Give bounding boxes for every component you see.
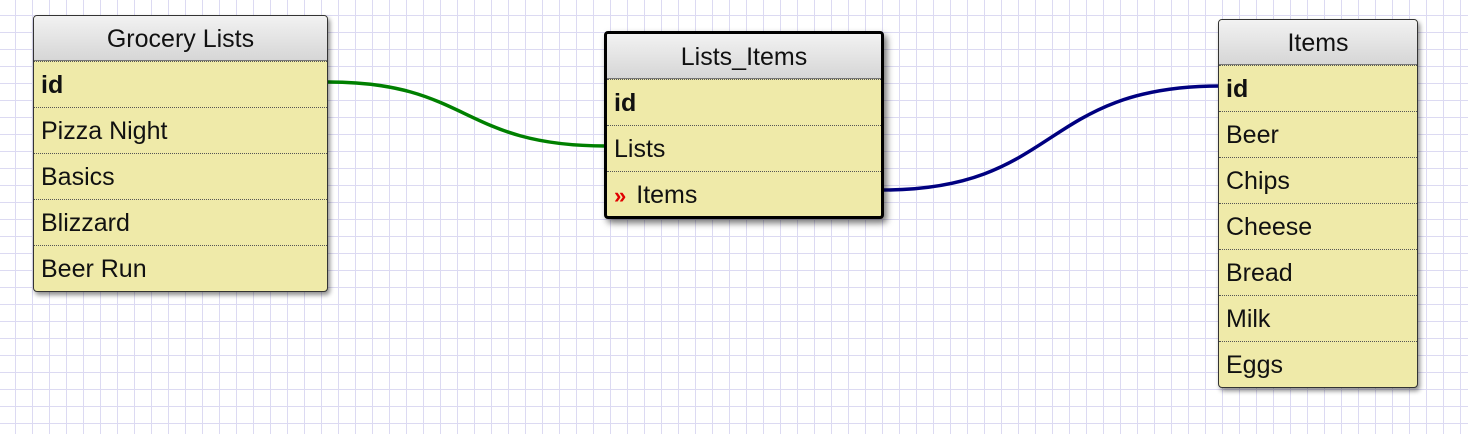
- foreign-key-icon: »: [614, 183, 627, 208]
- table-row-foreign-key[interactable]: » Items: [607, 171, 881, 216]
- table-row[interactable]: Beer Run: [34, 245, 327, 291]
- table-row[interactable]: Eggs: [1219, 341, 1417, 387]
- table-row[interactable]: Chips: [1219, 157, 1417, 203]
- table-row-primary-key[interactable]: id: [34, 61, 327, 107]
- table-row[interactable]: Pizza Night: [34, 107, 327, 153]
- relation-line-grocery-lists-to-lists-items[interactable]: [327, 80, 607, 148]
- table-title: Items: [1219, 20, 1417, 65]
- relation-line-lists-items-to-items[interactable]: [881, 84, 1221, 192]
- table-row[interactable]: Milk: [1219, 295, 1417, 341]
- table-row[interactable]: Beer: [1219, 111, 1417, 157]
- table-items[interactable]: Items id Beer Chips Cheese Bread Milk Eg…: [1218, 19, 1418, 388]
- table-title: Grocery Lists: [34, 16, 327, 61]
- table-row[interactable]: Basics: [34, 153, 327, 199]
- table-row[interactable]: Bread: [1219, 249, 1417, 295]
- table-title: Lists_Items: [607, 34, 881, 79]
- table-row-primary-key[interactable]: id: [607, 79, 881, 125]
- table-row[interactable]: Cheese: [1219, 203, 1417, 249]
- table-row[interactable]: Blizzard: [34, 199, 327, 245]
- table-row[interactable]: Lists: [607, 125, 881, 171]
- table-lists-items[interactable]: Lists_Items id Lists » Items: [604, 31, 884, 219]
- table-row-primary-key[interactable]: id: [1219, 65, 1417, 111]
- row-label: Items: [636, 181, 698, 209]
- table-grocery-lists[interactable]: Grocery Lists id Pizza Night Basics Bliz…: [33, 15, 328, 292]
